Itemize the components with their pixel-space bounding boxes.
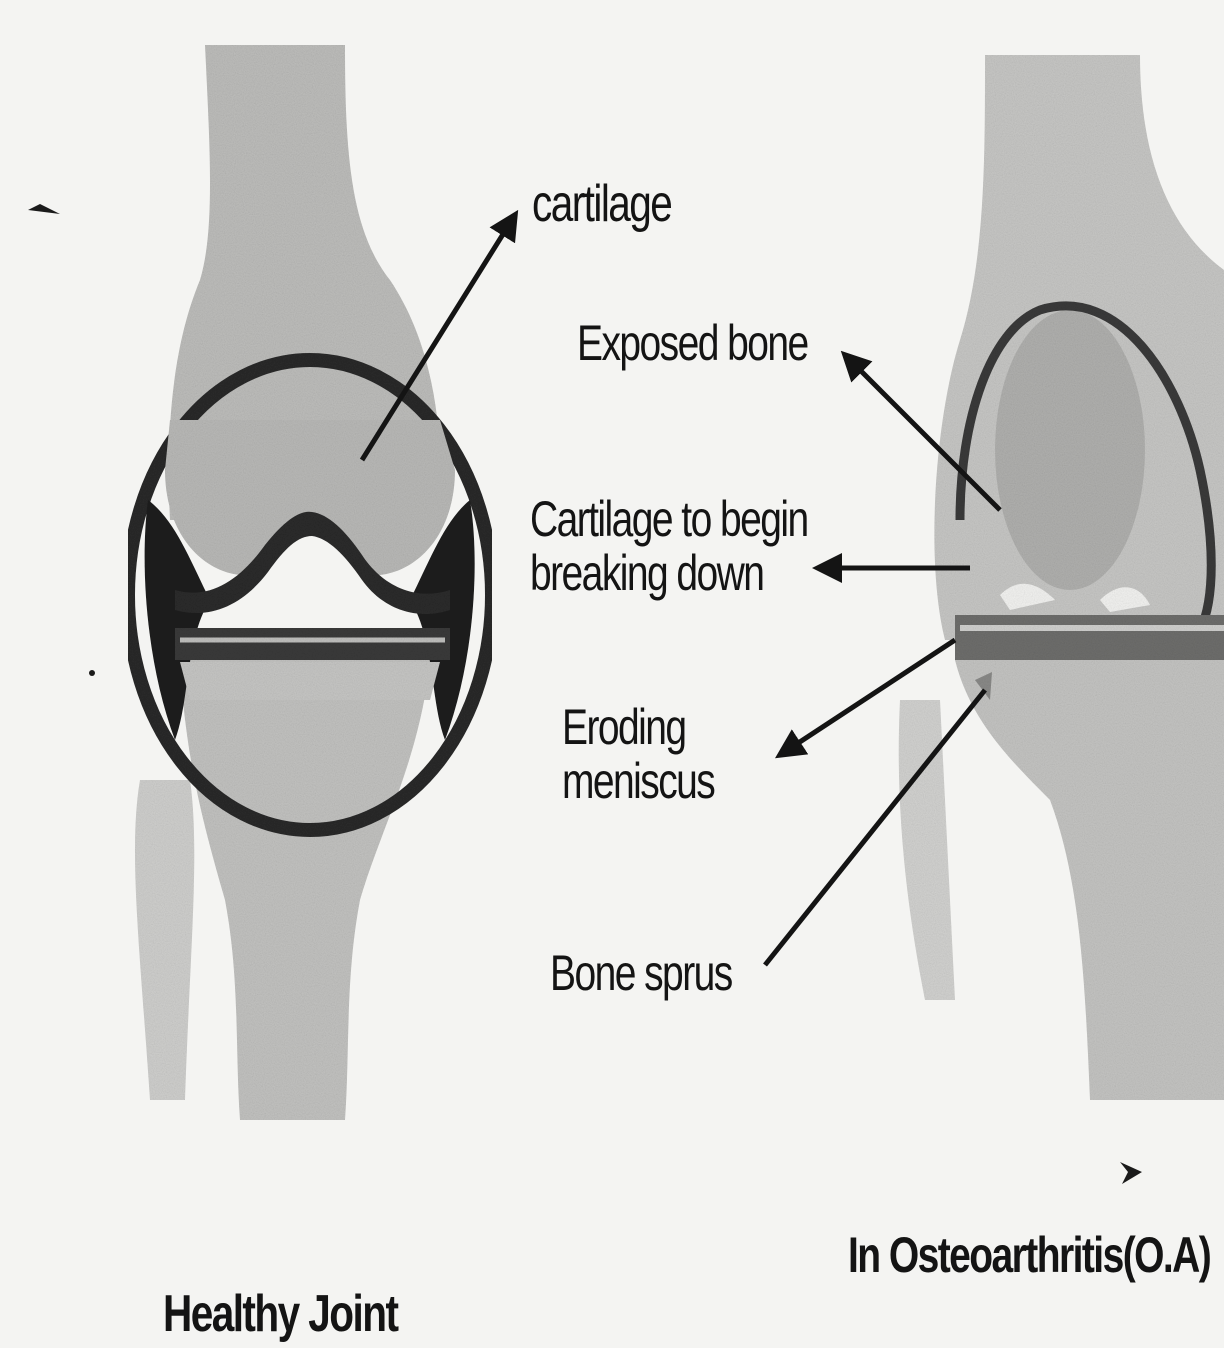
label-cartilage-breaking: Cartilage to begin breaking down — [530, 492, 808, 600]
stray-mark-top — [28, 204, 60, 214]
label-cartilage: cartilage — [532, 178, 671, 230]
healthy-knee — [128, 45, 492, 1120]
oa-knee — [899, 55, 1224, 1100]
caption-osteoarthritis: In Osteoarthritis(O.A) — [848, 1230, 1210, 1280]
healthy-fibula — [135, 780, 194, 1100]
bone-spurs-pointer — [765, 690, 985, 965]
label-bone-spurs: Bone sprus — [550, 948, 732, 998]
label-eroding-meniscus: Eroding meniscus — [562, 700, 714, 808]
healthy-femoral-condyles — [165, 420, 455, 575]
healthy-tibia — [180, 660, 430, 1120]
stray-mark-arrow — [1120, 1162, 1142, 1184]
caption-healthy-joint: Healthy Joint — [163, 1288, 397, 1340]
healthy-tibial-plateau — [180, 662, 440, 700]
stray-mark-dot — [89, 670, 95, 676]
oa-fibula — [899, 700, 955, 1000]
oa-exposed-bone-region — [995, 310, 1145, 590]
label-exposed-bone: Exposed bone — [577, 318, 808, 368]
oa-tibia — [955, 660, 1224, 1100]
oa-meniscus — [955, 615, 1224, 660]
healthy-meniscus — [175, 628, 450, 660]
